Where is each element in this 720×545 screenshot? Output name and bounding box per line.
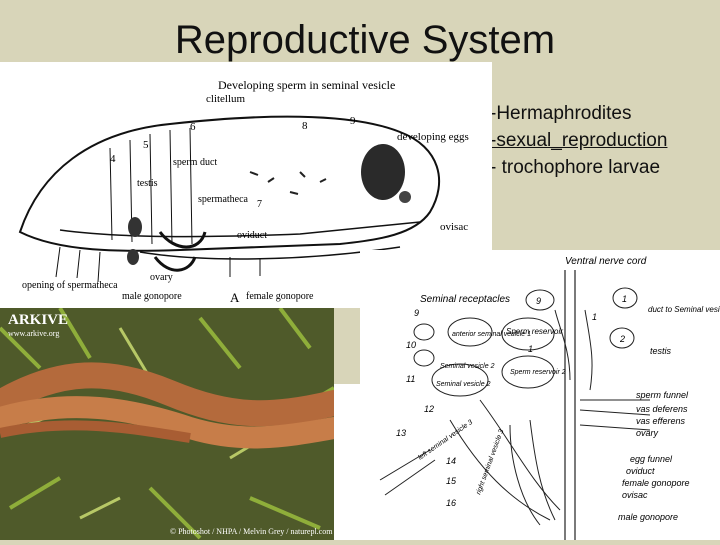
sketch-n15: 15 xyxy=(446,476,457,486)
sketch-seminal-vesicle-2b: Seminal vesicle 2 xyxy=(436,381,491,388)
sketch-n1a: 1 xyxy=(622,294,627,304)
sketch-seminal-receptacles: Seminal receptacles xyxy=(420,294,510,305)
sketch-n1c: 1 xyxy=(528,344,533,354)
sketch-n9: 9 xyxy=(536,296,541,306)
label-ovary: ovary xyxy=(150,272,173,283)
slide-title: Reproductive System xyxy=(174,18,556,62)
sketch-sperm-funnel: sperm funnel xyxy=(636,390,689,400)
sketch-vas-deferens: vas deferens xyxy=(636,404,688,414)
bullet-trochophore-larvae: - trochophore larvae xyxy=(490,157,661,178)
sketch-n1b: 1 xyxy=(592,312,597,322)
arkive-url: www.arkive.org xyxy=(8,329,59,338)
label-female-gonopore: female gonopore xyxy=(246,291,314,302)
sketch-vas-efferens: vas efferens xyxy=(636,416,686,426)
sketch-n10: 10 xyxy=(406,340,416,350)
sketch-anterior-seminal-vesicle: anterior seminal vesicle 1 xyxy=(452,331,531,338)
photo-credit: © Photoshot / NHPA / Melvin Grey / natur… xyxy=(170,527,333,536)
sketch-female-gonopore: female gonopore xyxy=(622,478,690,488)
anatomy-diagram-svg: Developing sperm in seminal vesicle clit… xyxy=(18,78,469,305)
label-7: 7 xyxy=(257,199,262,210)
arkive-logo: ARKIVE xyxy=(8,312,68,328)
label-testis: testis xyxy=(137,178,158,189)
white-strip xyxy=(334,384,360,540)
label-4: 4 xyxy=(110,153,116,165)
sketch-n13: 13 xyxy=(396,428,406,438)
sketch-male-gonopore: male gonopore xyxy=(618,512,678,522)
sketch-testis: testis xyxy=(650,346,672,356)
sketch-svg: Ventral nerve cord Seminal receptacles 9… xyxy=(379,256,720,540)
sketch-n9b: 9 xyxy=(414,308,419,318)
label-8: 8 xyxy=(302,120,308,132)
label-5: 5 xyxy=(143,139,149,151)
sketch-ovary: ovary xyxy=(636,428,659,438)
earthworm-anatomy-diagram: Developing sperm in seminal vesicle clit… xyxy=(0,62,492,308)
hand-drawn-sketch: Ventral nerve cord Seminal receptacles 9… xyxy=(360,250,720,540)
sketch-egg-funnel: egg funnel xyxy=(630,454,673,464)
sketch-n2: 2 xyxy=(619,334,625,344)
label-clitellum: clitellum xyxy=(206,93,246,105)
diagram-heading: Developing sperm in seminal vesicle xyxy=(218,78,395,92)
sketch-sperm-reservoir: Sperm reservoir xyxy=(506,327,563,336)
label-opening-spermatheca: opening of spermatheca xyxy=(22,280,118,291)
label-spermatheca: spermatheca xyxy=(198,194,249,205)
sketch-duct-to-seminal-vesicle-2: duct to Seminal vesicle 2 xyxy=(648,305,720,314)
label-oviduct: oviduct xyxy=(237,230,267,241)
earthworm-photo: ARKIVE www.arkive.org © Photoshot / NHPA… xyxy=(0,308,334,540)
sketch-n16: 16 xyxy=(446,498,456,508)
bullet-hermaphrodites: -Hermaphrodites xyxy=(490,103,632,124)
sketch-oviduct: oviduct xyxy=(626,466,655,476)
label-sperm-duct: sperm duct xyxy=(173,157,217,168)
sketch-sperm-reservoir-2: Sperm reservoir 2 xyxy=(510,369,566,376)
label-male-gonopore: male gonopore xyxy=(122,291,182,302)
sketch-n12: 12 xyxy=(424,404,434,414)
label-ovisac: ovisac xyxy=(440,221,468,233)
photo-svg: ARKIVE www.arkive.org © Photoshot / NHPA… xyxy=(0,308,334,540)
sketch-seminal-vesicle-2a: Seminal vesicle 2 xyxy=(440,363,495,370)
sketch-ventral-nerve-cord: Ventral nerve cord xyxy=(565,256,647,267)
label-panel-a: A xyxy=(230,290,240,305)
label-developing-eggs: developing eggs xyxy=(397,131,469,143)
sketch-ovisac: ovisac xyxy=(622,490,648,500)
bullet-list: -Hermaphrodites -sexual_reproduction - t… xyxy=(490,100,720,181)
label-6: 6 xyxy=(190,121,196,133)
sketch-n11: 11 xyxy=(406,374,415,384)
bullet-sexual-reproduction: -sexual_reproduction xyxy=(490,130,668,151)
sketch-n14: 14 xyxy=(446,456,456,466)
label-9: 9 xyxy=(350,115,356,127)
